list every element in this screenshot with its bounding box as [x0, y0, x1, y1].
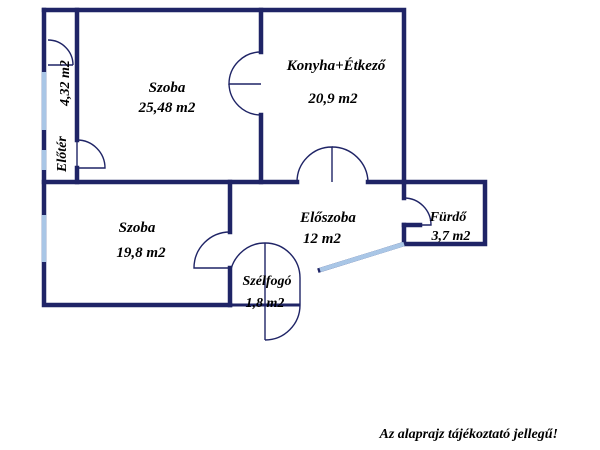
- door-eloter-outer: [47, 39, 74, 66]
- room-konyha-name: Konyha+Étkező: [286, 57, 387, 74]
- room-furdo-area: 3,7 m2: [431, 229, 471, 244]
- room-eloter-area: 4,32 m2: [58, 60, 73, 107]
- room-konyha-area: 20,9 m2: [307, 91, 358, 107]
- room-eloszoba-area: 12 m2: [303, 231, 341, 247]
- door-szoba-konyha: [228, 51, 262, 116]
- door-eloter-szoba: [76, 139, 106, 169]
- room-eloszoba-name: Előszoba: [299, 210, 356, 226]
- room-szoba2-area: 19,8 m2: [116, 245, 166, 261]
- windows: [41, 72, 405, 273]
- door-szoba-eloszoba: [193, 231, 231, 269]
- disclaimer-note: Az alaprajz tájékoztató jellegű!: [378, 427, 558, 442]
- room-szelfogo-name: Szélfogó: [243, 274, 292, 289]
- door-szelfogo: [229, 242, 301, 341]
- door-konyha-eloszoba: [296, 146, 369, 183]
- room-eloter-name: Előtér: [55, 136, 70, 173]
- room-furdo-name: Fürdő: [429, 210, 468, 225]
- room-labels: Előtér 4,32 m2 Szoba 25,48 m2 Konyha+Étk…: [55, 57, 470, 311]
- doors: [47, 39, 432, 341]
- room-szoba1-name: Szoba: [149, 80, 186, 96]
- room-szoba2-name: Szoba: [119, 220, 156, 236]
- room-szelfogo-area: 1,8 m2: [246, 296, 285, 311]
- door-furdo: [403, 197, 432, 226]
- room-szoba1-area: 25,48 m2: [138, 100, 196, 116]
